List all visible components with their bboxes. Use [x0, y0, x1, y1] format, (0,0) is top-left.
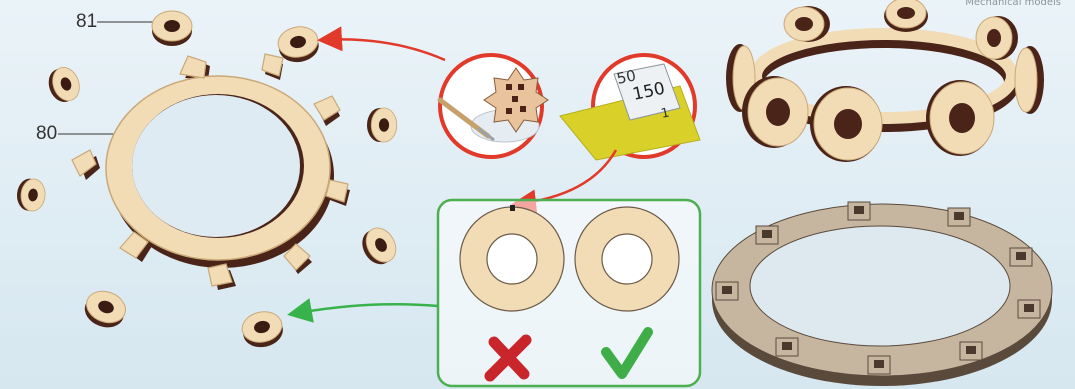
gear-ring-part-80 [72, 54, 350, 290]
roller-part-81 [152, 11, 192, 46]
check-panel [438, 200, 700, 386]
roller [44, 64, 84, 106]
green-arrow [292, 304, 438, 314]
gear-ring-3d-model [712, 202, 1052, 386]
assembled-roller-ring [726, 0, 1044, 162]
roller [16, 178, 47, 212]
gear-deburring-detail [440, 55, 548, 157]
roller [239, 308, 285, 351]
roller [367, 108, 397, 142]
roller [356, 223, 401, 270]
roller [80, 286, 130, 333]
red-arrow [322, 39, 445, 60]
